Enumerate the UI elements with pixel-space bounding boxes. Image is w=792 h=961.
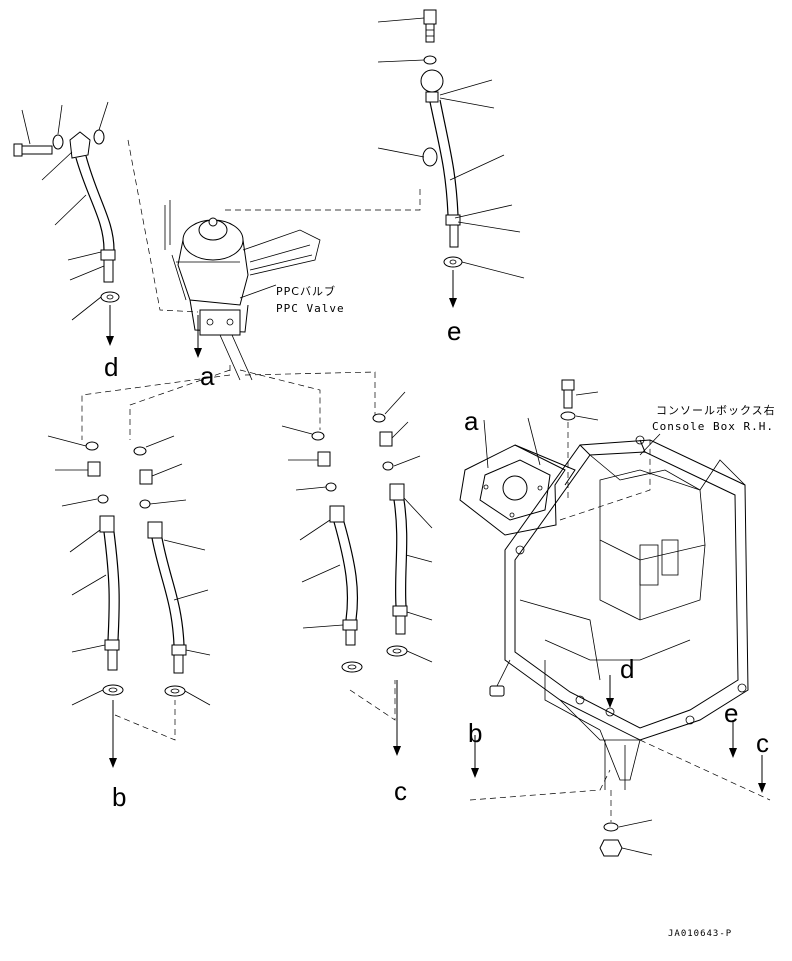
console-box-label-jp: コンソールボックス右 <box>656 403 776 417</box>
callout-a-plate: a <box>464 406 479 436</box>
console-box-rh: b d e c コンソールボックス右 Console Box R.H. <box>468 379 776 857</box>
callout-d-left: d <box>104 352 118 382</box>
drawing-code: JA010643-P <box>668 929 732 939</box>
routing-lines <box>81 139 771 801</box>
callout-d-console: d <box>620 654 634 684</box>
hose-assembly-d: d <box>13 101 120 382</box>
ppc-valve-label-en: PPC Valve <box>276 302 345 315</box>
callout-e-console: e <box>724 698 738 728</box>
hose-assembly-e: e <box>377 9 525 346</box>
console-box-label-en: Console Box R.H. <box>652 420 774 433</box>
callout-e-top: e <box>447 316 461 346</box>
callout-b-left: b <box>112 782 126 812</box>
callout-c-middle: c <box>394 776 407 806</box>
arrow-a-ppc: a <box>194 315 215 391</box>
callout-a-ppc: a <box>200 361 215 391</box>
ppc-valve-label-jp: PPCバルブ <box>276 284 336 298</box>
callout-b-console: b <box>468 718 482 748</box>
mounting-plate: a <box>459 406 576 536</box>
hose-assembly-b: b <box>47 435 211 812</box>
ppc-valve: PPCバルブ PPC Valve <box>164 200 345 381</box>
hose-assembly-c: c <box>281 391 433 806</box>
callout-c-console: c <box>756 728 769 758</box>
